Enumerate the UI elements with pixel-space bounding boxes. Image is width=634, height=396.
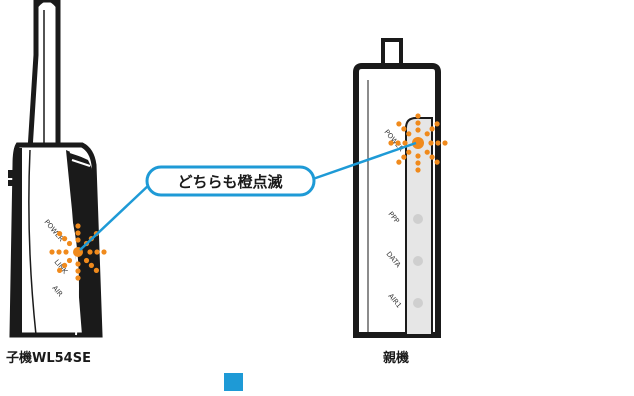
blink-ray-dot [83, 257, 90, 264]
blink-ray-dot [415, 160, 421, 166]
blink-ray-dot [88, 262, 94, 268]
blink-ray-dot [424, 131, 430, 137]
parent-ppp-led [413, 214, 423, 224]
callout-bubble [145, 165, 316, 197]
blink-ray-dot [66, 257, 73, 264]
blink-ray-dot [429, 154, 435, 160]
parent-device-caption: 親機 [383, 350, 409, 366]
blink-ray-dot [75, 268, 81, 274]
blink-ray-dot [435, 140, 441, 146]
blink-ray-dot [395, 140, 401, 146]
blink-ray-dot [406, 131, 412, 137]
parent-top-connector [381, 38, 403, 68]
next-step-marker [224, 373, 243, 391]
blink-ray-dot [428, 140, 434, 146]
callout-line-to-child [79, 183, 151, 251]
blink-ray-dot [402, 140, 408, 146]
child-blink-rays [49, 223, 107, 281]
blink-ray-dot [75, 275, 81, 281]
blink-ray-dot [63, 249, 69, 255]
blink-ray-dot [56, 249, 62, 255]
blink-ray-dot [396, 121, 402, 127]
callout: どちらも橙点滅 [79, 141, 417, 251]
blink-ray-dot [62, 236, 68, 242]
blink-ray-dot [424, 149, 430, 155]
blink-ray-dot [401, 154, 407, 160]
child-device: POWER LINK AIR [8, 0, 107, 338]
blink-ray-dot [62, 262, 68, 268]
blink-ray-dot [396, 159, 402, 165]
parent-blink-rays [388, 113, 448, 173]
callout-line-to-parent [309, 141, 417, 182]
blink-ray-dot [66, 240, 73, 247]
blink-ray-dot [415, 153, 421, 159]
blink-ray-dot [75, 261, 81, 267]
blink-ray-dot [415, 167, 421, 173]
blink-ray-dot [429, 126, 435, 132]
blink-ray-dot [57, 231, 63, 237]
blink-ray-dot [401, 126, 407, 132]
blink-ray-dot [415, 113, 421, 119]
blink-ray-dot [388, 140, 394, 146]
blink-ray-dot [442, 140, 448, 146]
blink-ray-dot [434, 159, 440, 165]
blink-ray-dot [75, 230, 81, 236]
child-device-caption: 子機WL54SE [6, 350, 91, 366]
blink-ray-dot [101, 249, 107, 255]
blink-ray-dot [415, 120, 421, 126]
parent-power-led [412, 137, 424, 149]
callout-text: どちらも橙点滅 [177, 173, 282, 191]
parent-data-led [413, 256, 423, 266]
blink-ray-dot [94, 249, 100, 255]
blink-ray-dot [406, 149, 412, 155]
blink-ray-dot [434, 121, 440, 127]
parent-air1-led [413, 298, 423, 308]
blink-ray-dot [75, 237, 81, 243]
blink-ray-dot [75, 223, 81, 229]
parent-led-strip [405, 117, 433, 336]
blink-ray-dot [415, 127, 421, 133]
blink-ray-dot [93, 267, 99, 273]
blink-ray-dot [87, 249, 93, 255]
blink-ray-dot [57, 267, 63, 273]
parent-device: POWER PPP DATA AIR1 [353, 38, 448, 338]
blink-ray-dot [49, 249, 55, 255]
